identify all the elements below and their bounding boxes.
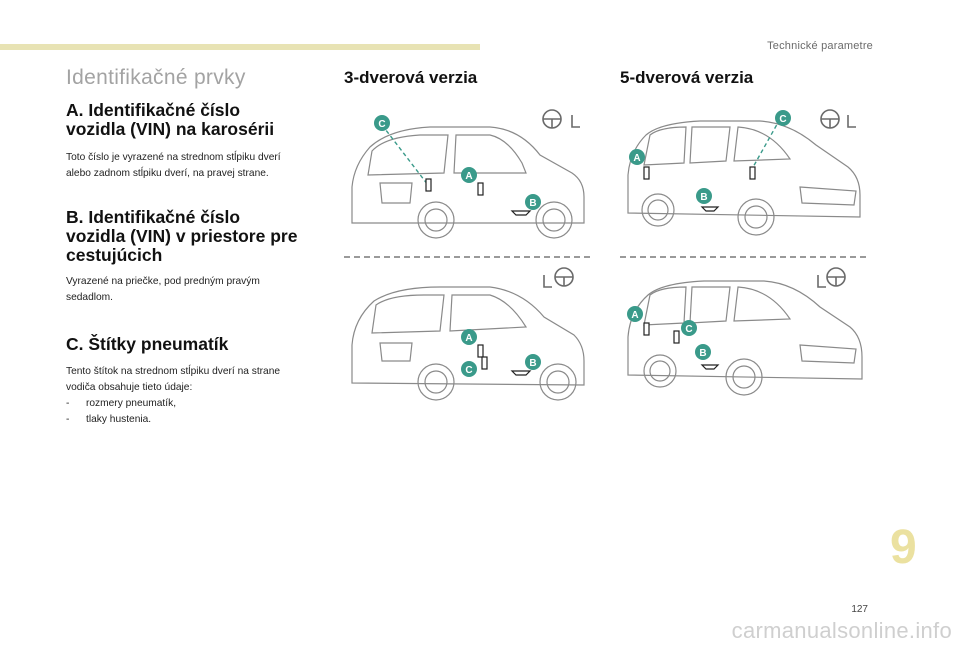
chapter-number: 9 <box>890 521 917 574</box>
heading-c: C. Štítky pneumatík <box>66 334 229 354</box>
marker-c: C <box>461 361 477 377</box>
five-door-rear-illustration: A C B <box>627 267 863 396</box>
steering-wheel-icon <box>826 267 846 287</box>
marker-b: B <box>525 194 541 210</box>
five-door-front-illustration: C A B <box>627 109 861 236</box>
steering-wheel-icon <box>820 109 840 129</box>
marker-c: C <box>775 110 791 126</box>
svg-text:A: A <box>465 171 472 182</box>
seat-icon <box>543 275 552 288</box>
svg-text:C: C <box>685 324 692 335</box>
svg-text:C: C <box>779 114 786 125</box>
svg-text:C: C <box>465 365 472 376</box>
watermark: carmanualsonline.info <box>731 618 952 643</box>
marker-a: A <box>461 167 477 183</box>
marker-c: C <box>681 320 697 336</box>
divider-five-door <box>620 256 866 258</box>
body-a: Toto číslo je vyrazené na strednom stĺpi… <box>66 152 281 179</box>
page-number: 127 <box>851 604 868 615</box>
marker-a: A <box>629 149 645 165</box>
running-head: Technické parametre <box>767 40 873 52</box>
seat-icon <box>571 115 580 128</box>
three-door-front-illustration: A C B <box>351 267 585 401</box>
svg-text:B: B <box>529 198 536 209</box>
five-door-title: 5-dverová verzia <box>620 68 754 87</box>
list-item: -tlaky hustenia. <box>66 414 152 425</box>
heading-b: B. Identifikačné číslo vozidla (VIN) v p… <box>66 207 298 265</box>
section-title: Identifikačné prvky <box>66 66 246 89</box>
body-b: Vyrazené na priečke, pod predným pravým … <box>66 276 260 303</box>
svg-text:A: A <box>633 153 640 164</box>
svg-text:B: B <box>699 348 706 359</box>
list-item: -rozmery pneumatík, <box>66 398 177 409</box>
svg-text:A: A <box>631 310 638 321</box>
marker-b: B <box>525 354 541 370</box>
marker-a: A <box>461 329 477 345</box>
seat-icon <box>847 115 856 128</box>
three-door-rear-illustration: C A B <box>351 109 585 239</box>
marker-b: B <box>695 344 711 360</box>
seat-icon <box>817 275 826 288</box>
steering-wheel-icon <box>542 109 562 129</box>
marker-c: C <box>374 115 390 131</box>
svg-text:A: A <box>465 333 472 344</box>
svg-text:B: B <box>700 192 707 203</box>
marker-a: A <box>627 306 643 322</box>
marker-b: B <box>696 188 712 204</box>
body-c: Tento štítok na strednom stĺpiku dverí n… <box>66 364 336 428</box>
three-door-title: 3-dverová verzia <box>344 68 478 87</box>
svg-text:C: C <box>378 119 385 130</box>
svg-text:B: B <box>529 358 536 369</box>
steering-wheel-icon <box>554 267 574 287</box>
top-accent-bar <box>0 44 480 50</box>
divider-three-door <box>344 256 590 258</box>
heading-a: A. Identifikačné číslo vozidla (VIN) na … <box>66 100 275 139</box>
